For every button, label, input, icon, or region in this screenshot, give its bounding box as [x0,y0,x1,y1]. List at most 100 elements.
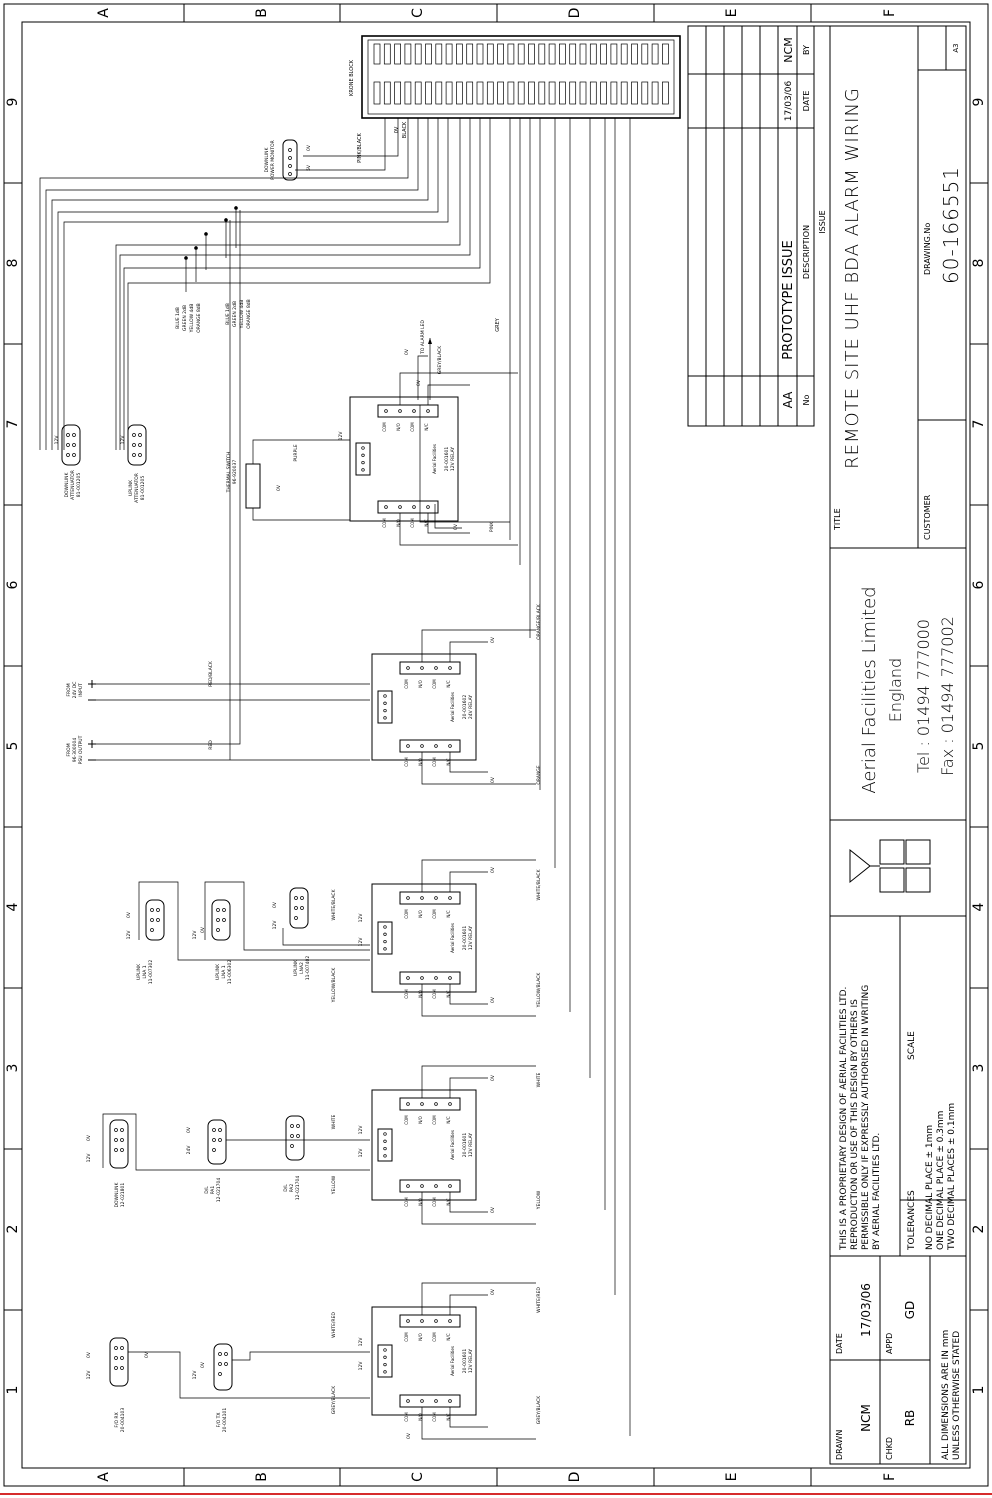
krone-terminal-upper [414,43,422,65]
uplink-attenuator-name-2: ATTENUATOR [134,473,140,503]
wire-label-grey-black-mid: GREY/BLACK [331,1385,337,1415]
relay-contact-label: COM [432,679,437,689]
krone-terminal-lower [538,81,546,105]
uplink-lna1-0v: 0V [126,911,132,918]
relay-pin [448,1399,452,1403]
uplink-lna2-name: UPLINK [293,959,299,976]
relay-contact-label: COM [432,989,437,999]
relay-contact-label: N/C [446,1198,451,1205]
uplink-lna1-connector: UPLINK LNA 1 11-007302 12V 0V [126,881,370,984]
zone-letter-top-e: E [724,9,740,18]
alarm-relay-0v-a: 0V [404,348,410,355]
relay-contact-label: N/C [446,1333,451,1340]
uplink-lna2-lna: LNA2 [299,962,305,974]
relay-coil-pin [383,1348,387,1352]
revision-col-no: No [802,394,811,405]
relay-contact-label: COM [404,1115,409,1125]
relay-coil-pin [383,1154,387,1158]
relay-rating: 12V RELAY [468,1349,474,1374]
relay-contact-label: N/C [424,423,429,430]
relay-contact-label: COM [404,909,409,919]
relay-contact-strip [377,404,439,418]
title-label: TITLE [833,508,842,531]
legend-a-orange: ORANGE 8dB [196,303,202,333]
uplink-attenuator-12v: 12V [120,435,126,445]
relay-coil-pin [361,460,365,465]
zone-letter-bottom-e: E [724,1473,740,1482]
legend-a-yellow: YELLOW 4dB [189,304,195,334]
from-24v-input: INPUT [78,683,84,697]
relay-contact-label: COM [432,1197,437,1207]
downlink-attenuator-name-2: ATTENUATOR [70,470,76,500]
revision-date: 17/03/06 [784,81,794,122]
krone-terminal-lower [517,81,525,105]
zone-number-right-8: 8 [971,259,987,268]
relay-pin [448,744,452,748]
checked-by: RB [903,1410,917,1427]
relay-coil-pin [383,1370,387,1374]
relay-pin [420,1319,424,1323]
fo-tx-name: F/O TX [216,1413,222,1428]
fo-relay-0v-a: 0V [490,1288,496,1295]
wire-label-red: RED [208,740,214,750]
wire-label-krone-black: BLACK [402,121,408,138]
dl-pa1-0v: 0V [186,1126,192,1133]
downlink-pa-name: DOWNLINK [114,1181,120,1207]
relay-contact-label: N/C [446,758,451,765]
zone-letter-top-b: B [254,8,270,18]
scale-label: SCALE [907,1031,917,1060]
relay-pin [420,976,424,980]
relay-pin [448,666,452,670]
zone-number-left-9: 9 [5,98,21,107]
zone-letter-bottom-b: B [254,1472,270,1482]
revision-by: NCM [782,37,795,62]
zone-number-left-8: 8 [5,259,21,268]
uplink-lna1b-0v: 0V [200,926,206,933]
relay-pin [434,1399,438,1403]
wire-label-white-right: WHITE [536,1072,542,1087]
zone-number-left-1: 1 [5,1386,21,1395]
drawing-frame: A B C D E F A B C D E F 9 8 7 6 5 4 3 2 … [3,3,989,1487]
downlink-attenuator-name-1: DOWNLINK [64,471,70,497]
legend-a-blue: BLUE 1dB [175,307,181,329]
wire-label-red-black: RED/BLACK [208,660,214,687]
zone-number-right-9: 9 [971,98,987,107]
fo-tx-0v: 0V [200,1361,206,1368]
proprietary-line-4: BY AERIAL FACILITIES LTD. [872,1133,882,1250]
power-monitor-label-2: POWER MONITOR [270,140,276,180]
wire-label-grey: GREY [495,317,501,332]
power-monitor-5v: 5V [306,164,312,171]
relay-contact-strip [399,891,461,905]
relay-pin [398,409,402,413]
drawn-label: DRAWN [835,1430,844,1460]
uplink-lna1-lna: LNA 1 [142,965,148,978]
dl-pa2-pa: PA2 [289,1184,295,1193]
wire-label-yellow-mid: YELLOW [331,1175,337,1195]
drawing-number-label: DRAWING.No [923,223,932,275]
relay-contact-label: COM [432,909,437,919]
krone-terminal-upper [569,43,577,65]
fo-tx-part: 20-004101 [222,1408,228,1433]
relay-pin [426,409,430,413]
relay-coil-terminal [377,1344,393,1378]
relay-coil-pin [361,446,365,450]
krone-terminal-upper [373,43,381,65]
proprietary-line-3: PERMISSIBLE ONLY IF EXPRESSLY AUTHORISED… [861,985,871,1250]
relay-contact-label: N/C [424,519,429,526]
relay-contact-label: N/C [446,990,451,997]
wire-label-yellow-right: YELLOW [536,1190,542,1210]
zone-number-left-5: 5 [5,742,21,751]
relay-contact-strip [399,739,461,753]
relay-contact-strip [399,661,461,675]
krone-terminal-upper [445,43,453,65]
legend-b-blue: BLUE 1dB [225,303,231,325]
krone-terminal-lower [620,81,628,105]
zone-letter-bottom-a: A [96,1472,112,1482]
relay-contact-label: COM [404,1332,409,1342]
relay-contact-strip [399,971,461,985]
relay-coil-pin [383,1355,387,1359]
zone-number-left-3: 3 [5,1064,21,1073]
relay-pin [434,744,438,748]
